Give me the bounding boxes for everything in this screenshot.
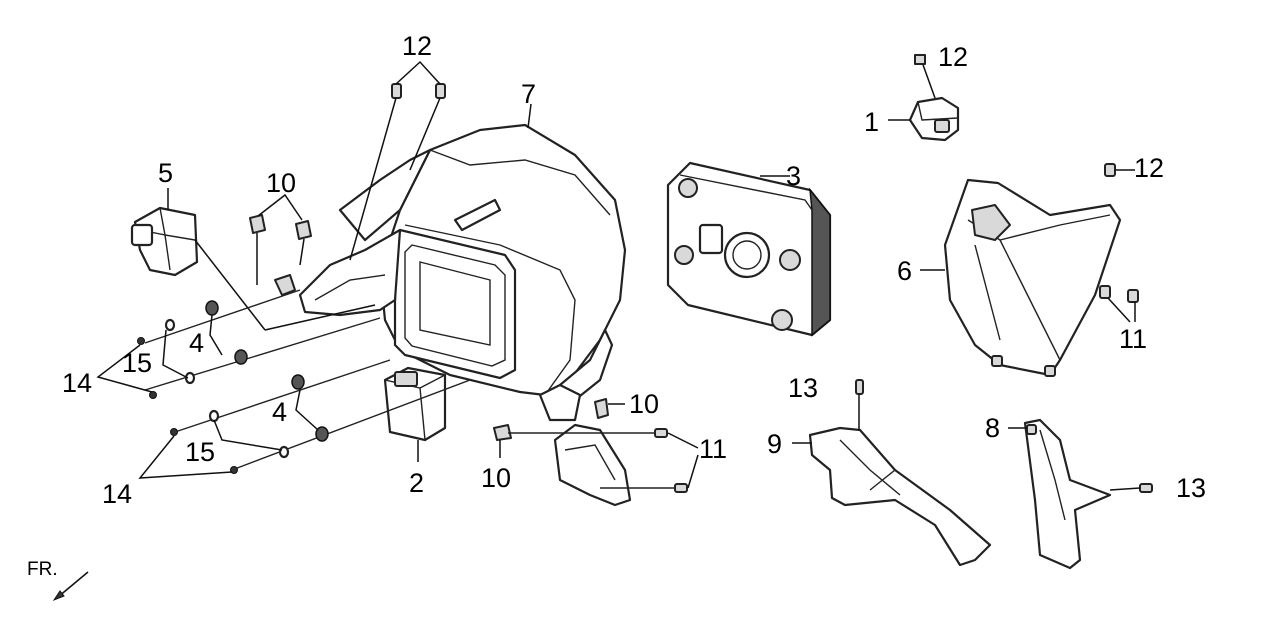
callout-10-right: 10 [629, 389, 659, 419]
callout-3: 3 [786, 161, 801, 191]
callout-13-right: 13 [1176, 473, 1206, 503]
callout-7: 7 [521, 79, 536, 109]
callout-5: 5 [158, 158, 173, 188]
part-7-headlight-housing [298, 123, 627, 422]
front-direction-indicator: FR. [27, 559, 89, 602]
arrow-head-icon [52, 590, 65, 602]
callout-leaders [96, 60, 625, 479]
part-12-screw-pair [349, 83, 446, 261]
callout-15-lower: 15 [185, 437, 215, 467]
part-2-flasher [383, 366, 447, 462]
callout-12-top: 12 [402, 31, 432, 61]
part-6-rear-cover [920, 163, 1139, 377]
callout-1: 1 [864, 107, 879, 137]
callout-14-upper: 14 [62, 368, 92, 398]
callout-4-lower: 4 [272, 397, 287, 427]
part-1-cap [888, 54, 960, 142]
callout-6: 6 [897, 256, 912, 286]
part-9-side-cover [792, 379, 992, 567]
callout-14-lower: 14 [102, 479, 132, 509]
part-10-clips-left [249, 214, 312, 296]
callout-8: 8 [985, 413, 1000, 443]
callout-12-cover: 12 [1134, 153, 1164, 183]
lower-bracket-assembly [493, 398, 699, 507]
callout-9: 9 [767, 429, 782, 459]
callout-10-left: 10 [266, 168, 296, 198]
callout-10-lower: 10 [481, 463, 511, 493]
part-5-relay [130, 206, 376, 331]
callout-11-lower: 11 [699, 434, 727, 464]
front-arrow-icon [57, 571, 89, 598]
callout-13-left: 13 [788, 373, 818, 403]
part-3-instrument-cluster [666, 161, 832, 337]
callout-2: 2 [409, 468, 424, 498]
front-label: FR. [27, 559, 58, 580]
callout-12-cap: 12 [938, 42, 968, 72]
callout-4-upper: 4 [189, 328, 204, 358]
callout-11-cover: 11 [1119, 324, 1147, 354]
callout-15-upper: 15 [122, 348, 152, 378]
callout-labels: 12 7 5 10 4 15 14 4 15 14 2 10 10 11 3 1… [62, 31, 1206, 509]
part-8-side-cover [1008, 418, 1153, 570]
